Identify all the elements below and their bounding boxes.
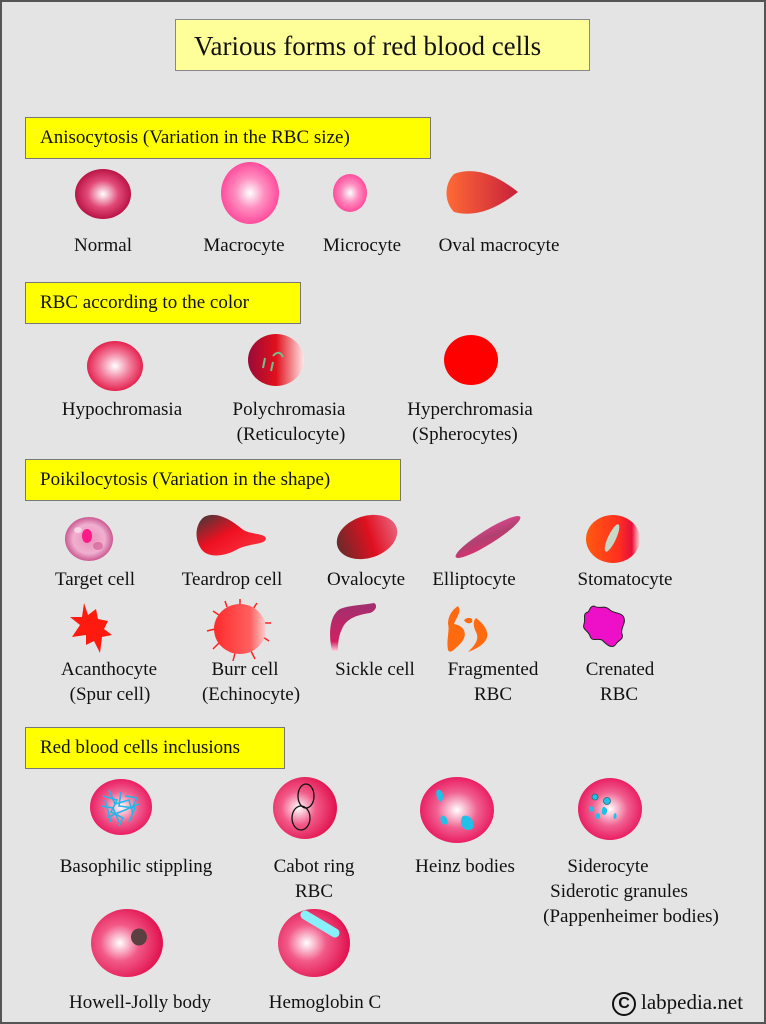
label-siderocyte: Siderocyte: [567, 856, 649, 877]
label-spur-cell: (Spur cell): [69, 684, 151, 705]
label-fragmented-rbc: RBC: [473, 684, 513, 705]
label-reticulocyte: (Reticulocyte): [236, 424, 346, 445]
section-heading-anisocytosis: Anisocytosis (Variation in the RBC size): [25, 117, 431, 159]
label-cabot-ring: Cabot ring: [273, 856, 355, 877]
basophilic-stippling-icon: [89, 778, 153, 836]
label-echinocyte: (Echinocyte): [201, 684, 301, 705]
elliptocyte-icon: [453, 514, 523, 560]
label-heinz-bodies: Heinz bodies: [415, 856, 515, 877]
label-polychromasia: Polychromasia: [232, 399, 346, 420]
stomatocyte-icon: [585, 514, 641, 564]
label-elliptocyte: Elliptocyte: [432, 569, 516, 590]
label-sickle-cell: Sickle cell: [335, 659, 415, 680]
copyright-text: labpedia.net: [641, 990, 744, 1014]
label-spherocytes: (Spherocytes): [412, 424, 518, 445]
normal-rbc-icon: [74, 168, 132, 220]
hyperchromasia-icon: [443, 334, 499, 386]
fragmented-rbc-icon: [446, 606, 496, 656]
label-microcyte: Microcyte: [322, 235, 402, 256]
crenated-rbc-icon: [580, 604, 630, 652]
macrocyte-icon: [220, 161, 280, 225]
label-pappenheimer-bodies: (Pappenheimer bodies): [543, 906, 719, 927]
label-stomatocyte: Stomatocyte: [577, 569, 673, 590]
label-howell-jolly-body: Howell-Jolly body: [69, 992, 211, 1013]
target-cell-icon: [64, 516, 114, 562]
hemoglobin-c-icon: [277, 908, 351, 978]
oval-macrocyte-icon: [446, 168, 522, 218]
section-heading-inclusions: Red blood cells inclusions: [25, 727, 285, 769]
page-title: Various forms of red blood cells: [175, 19, 590, 71]
label-normal: Normal: [73, 235, 133, 256]
label-cabot-ring-rbc: RBC: [294, 881, 334, 902]
label-ovalocyte: Ovalocyte: [326, 569, 406, 590]
label-siderotic-granules: Siderotic granules: [550, 881, 688, 902]
section-heading-poikilocytosis: Poikilocytosis (Variation in the shape): [25, 459, 401, 501]
copyright-icon: C: [612, 992, 636, 1017]
label-acanthocyte: Acanthocyte: [60, 659, 158, 680]
teardrop-cell-icon: [194, 513, 270, 559]
acanthocyte-icon: [68, 601, 116, 655]
label-hypochromasia: Hypochromasia: [61, 399, 183, 420]
label-fragmented: Fragmented: [447, 659, 539, 680]
label-crenated-rbc: RBC: [599, 684, 639, 705]
label-teardrop-cell: Teardrop cell: [181, 569, 283, 590]
sickle-cell-icon: [328, 603, 380, 653]
label-oval-macrocyte: Oval macrocyte: [438, 235, 560, 256]
ovalocyte-icon: [334, 514, 400, 560]
label-macrocyte: Macrocyte: [203, 235, 285, 256]
label-target-cell: Target cell: [54, 569, 136, 590]
cabot-ring-icon: [272, 776, 338, 840]
label-crenated: Crenated: [585, 659, 655, 680]
section-heading-color: RBC according to the color: [25, 282, 301, 324]
howell-jolly-body-icon: [90, 908, 164, 978]
hypochromasia-icon: [86, 340, 144, 392]
microcyte-icon: [332, 173, 368, 213]
label-burr-cell: Burr cell: [211, 659, 279, 680]
siderocyte-icon: [577, 777, 643, 841]
label-basophilic-stippling: Basophilic stippling: [59, 856, 213, 877]
heinz-bodies-icon: [419, 776, 495, 844]
label-hyperchromasia: Hyperchromasia: [407, 399, 533, 420]
label-hemoglobin-c: Hemoglobin C: [268, 992, 382, 1013]
burr-cell-icon: [203, 597, 277, 663]
polychromasia-icon: [247, 333, 305, 387]
